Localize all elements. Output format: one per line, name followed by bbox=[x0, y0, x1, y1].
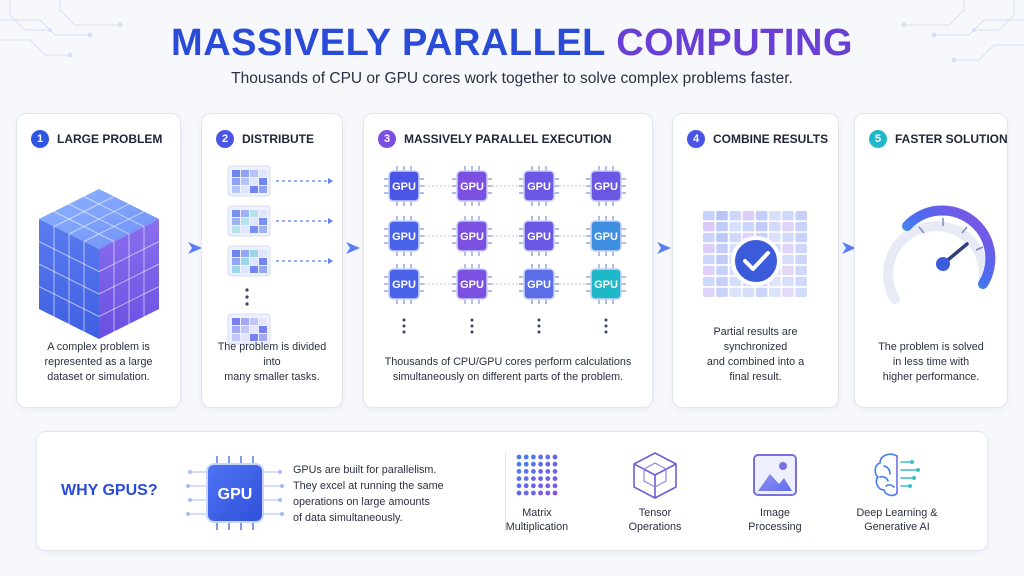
step-header: 2 DISTRIBUTE bbox=[216, 130, 334, 148]
step-number-badge: 4 bbox=[687, 130, 705, 148]
step-card-distribute: 2 DISTRIBUTE The problem is divided into… bbox=[201, 113, 343, 408]
data-cube-icon bbox=[38, 189, 160, 339]
matrix-dots-icon bbox=[516, 454, 558, 496]
use-case-matrix: Matrix Multiplication bbox=[477, 450, 597, 534]
dashed-arrow-icon bbox=[276, 258, 333, 264]
svg-text:GPU: GPU bbox=[218, 486, 253, 503]
task-chunk bbox=[227, 205, 271, 237]
step-description: Thousands of CPU/GPU cores perform calcu… bbox=[384, 356, 632, 383]
step-description: The problem is solved in less time with … bbox=[878, 341, 984, 383]
dashed-arrow-icon bbox=[276, 178, 333, 184]
svg-text:GPU: GPU bbox=[392, 231, 416, 243]
gpu-chip-icon: GPU bbox=[452, 166, 492, 206]
brain-icon bbox=[874, 453, 920, 497]
combined-results-grid bbox=[703, 211, 807, 298]
svg-text:GPU: GPU bbox=[527, 279, 551, 291]
svg-text:GPU: GPU bbox=[392, 181, 416, 193]
ellipsis-icon bbox=[537, 318, 541, 334]
circuit-decoration-left bbox=[0, 0, 123, 58]
use-case-deep-learning: Deep Learning & Generative AI bbox=[837, 450, 957, 534]
task-chunk bbox=[227, 245, 271, 277]
task-chunk bbox=[227, 313, 271, 345]
use-case-label: Matrix Multiplication bbox=[505, 507, 569, 533]
gpu-chip-icon: GPU bbox=[384, 216, 424, 256]
step-title: DISTRIBUTE bbox=[242, 132, 314, 146]
use-case-label: Deep Learning & Generative AI bbox=[856, 507, 938, 533]
title-part-2: COMPUTING bbox=[616, 22, 853, 64]
step-description: The problem is divided into many smaller… bbox=[217, 341, 327, 383]
step-title: MASSIVELY PARALLEL EXECUTION bbox=[404, 132, 612, 146]
image-icon bbox=[753, 454, 797, 496]
step-description: A complex problem is represented as a la… bbox=[44, 341, 153, 383]
svg-text:GPU: GPU bbox=[460, 181, 484, 193]
step-number-badge: 5 bbox=[869, 130, 887, 148]
checkmark-icon bbox=[731, 236, 781, 286]
gpu-chip-icon: GPU bbox=[452, 216, 492, 256]
dashed-arrow-icon bbox=[276, 218, 333, 224]
gpu-chip-icon: GPU bbox=[452, 264, 492, 304]
svg-text:GPU: GPU bbox=[460, 231, 484, 243]
svg-text:GPU: GPU bbox=[392, 279, 416, 291]
why-gpus-description: GPUs are built for parallelism. They exc… bbox=[293, 464, 444, 524]
svg-text:GPU: GPU bbox=[460, 279, 484, 291]
svg-text:GPU: GPU bbox=[527, 181, 551, 193]
step-number-badge: 1 bbox=[31, 130, 49, 148]
gpu-chip-icon: GPU bbox=[519, 264, 559, 304]
step-number-badge: 3 bbox=[378, 130, 396, 148]
ellipsis-icon bbox=[604, 318, 608, 334]
step-header: 3 MASSIVELY PARALLEL EXECUTION bbox=[378, 130, 644, 148]
use-case-label: Image Processing bbox=[748, 507, 802, 533]
title-part-1: MASSIVELY PARALLEL bbox=[171, 22, 606, 64]
step-header: 4 COMBINE RESULTS bbox=[687, 130, 830, 148]
use-case-tensor: Tensor Operations bbox=[595, 450, 715, 534]
why-gpus-title: WHY GPUS? bbox=[61, 482, 158, 499]
step-card-faster-solution: 5 FASTER SOLUTION The problem is solved … bbox=[854, 113, 1008, 408]
divider bbox=[505, 452, 506, 532]
arrow-right-icon bbox=[657, 242, 671, 254]
gpu-core-grid: GPU GPU GPU GPU GPU GPU GPU GPU GPU GPU GPU GPU bbox=[384, 166, 626, 334]
gpu-chip-icon: GPU bbox=[384, 166, 424, 206]
step-header: 5 FASTER SOLUTION bbox=[869, 130, 1008, 148]
svg-text:GPU: GPU bbox=[594, 231, 618, 243]
step-title: FASTER SOLUTION bbox=[895, 132, 1008, 146]
gpu-chip-icon: GPU bbox=[586, 264, 626, 304]
step-card-large-problem: 1 LARGE PROBLEM A complex problem is rep… bbox=[16, 113, 181, 408]
page-subtitle: Thousands of CPU or GPU cores work toget… bbox=[231, 70, 793, 87]
ellipsis-icon bbox=[245, 288, 249, 306]
gpu-chip-icon: GPU bbox=[519, 216, 559, 256]
tensor-cube-icon bbox=[633, 452, 677, 499]
gpu-chip-icon: GPU bbox=[186, 456, 284, 530]
speedometer-icon bbox=[883, 205, 996, 304]
step-title: COMBINE RESULTS bbox=[713, 132, 829, 146]
gpu-chip-icon: GPU bbox=[384, 264, 424, 304]
step-header: 1 LARGE PROBLEM bbox=[31, 130, 172, 148]
svg-text:GPU: GPU bbox=[527, 231, 551, 243]
step-title: LARGE PROBLEM bbox=[57, 132, 163, 146]
use-case-image: Image Processing bbox=[715, 450, 835, 534]
gpu-chip-icon: GPU bbox=[586, 166, 626, 206]
arrow-right-icon bbox=[346, 242, 360, 254]
arrow-right-icon bbox=[842, 242, 856, 254]
use-case-label: Tensor Operations bbox=[628, 507, 682, 533]
step-card-combine-results: 4 COMBINE RESULTS Partial results are sy… bbox=[672, 113, 839, 408]
task-chunk bbox=[227, 165, 271, 197]
step-number-badge: 2 bbox=[216, 130, 234, 148]
ellipsis-icon bbox=[402, 318, 406, 334]
task-chunks-illustration bbox=[227, 165, 333, 345]
circuit-decoration-right bbox=[901, 0, 1024, 63]
why-gpus-panel: WHY GPUS? GPU GPUs are built for paralle… bbox=[36, 431, 988, 551]
svg-text:GPU: GPU bbox=[594, 181, 618, 193]
gpu-chip-icon: GPU bbox=[519, 166, 559, 206]
step-description: Partial results are synchronized and com… bbox=[706, 326, 805, 383]
ellipsis-icon bbox=[470, 318, 474, 334]
gpu-chip-icon: GPU bbox=[586, 216, 626, 256]
svg-text:GPU: GPU bbox=[594, 279, 618, 291]
page-title: MASSIVELY PARALLEL COMPUTING bbox=[0, 22, 1024, 65]
arrow-right-icon bbox=[188, 242, 202, 254]
